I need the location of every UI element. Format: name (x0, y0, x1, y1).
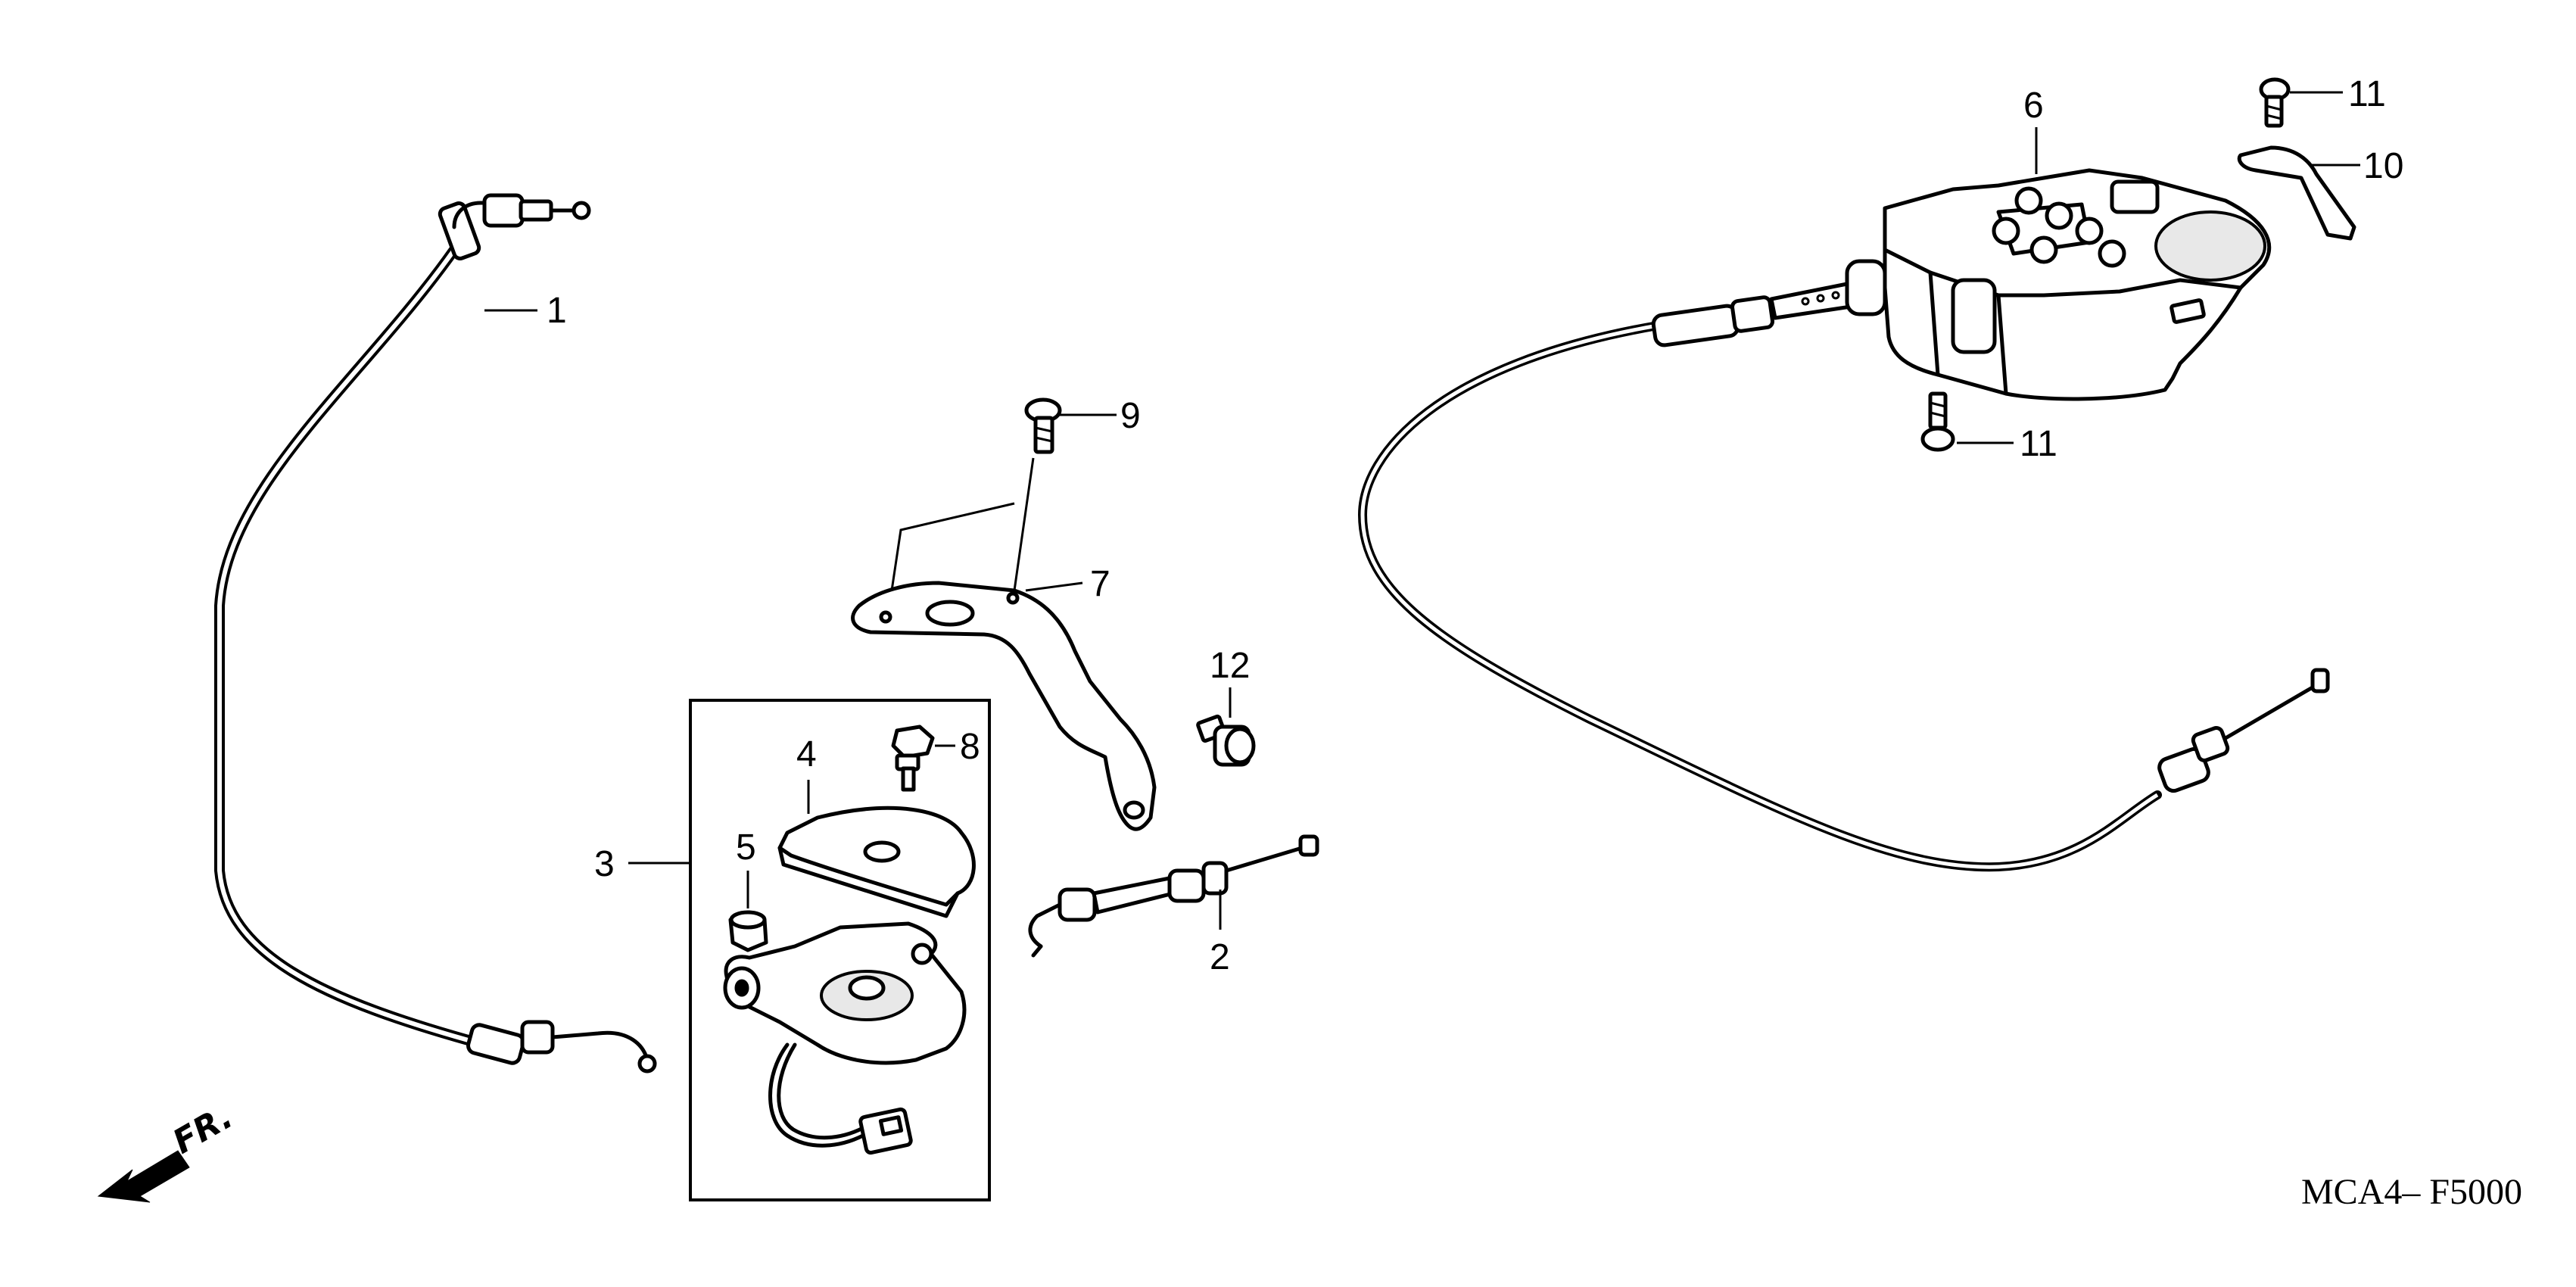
diagram-code: MCA4– F5000 (2301, 1172, 2522, 1212)
plug-part-5[interactable] (728, 910, 768, 952)
leader-7 (1025, 581, 1083, 592)
actuator-part-6[interactable] (1883, 168, 2272, 401)
cable-part-2[interactable] (1028, 834, 1319, 958)
label-part-8: 8 (960, 727, 980, 767)
label-part-3: 3 (594, 844, 615, 884)
screw-part-11-bottom[interactable] (1920, 391, 1955, 452)
assembly-box-part-3 (689, 699, 991, 1201)
clip-part-10[interactable] (2237, 145, 2356, 241)
cable-part-1[interactable] (214, 193, 657, 1074)
label-part-11-bottom: 11 (2020, 424, 2057, 464)
bolt-part-12[interactable] (1196, 714, 1256, 767)
bolt-part-8[interactable] (891, 725, 935, 792)
label-part-7: 7 (1090, 564, 1110, 604)
screw-part-9[interactable] (1024, 397, 1062, 454)
switch-housing-part-3[interactable] (723, 921, 967, 1155)
leader-9-bracket (888, 457, 1035, 606)
cable-part-6[interactable] (1358, 259, 2330, 872)
label-part-6: 6 (2023, 86, 2044, 126)
label-part-12: 12 (1210, 646, 1250, 686)
label-part-2: 2 (1210, 937, 1230, 977)
label-part-10: 10 (2363, 146, 2403, 186)
label-part-5: 5 (736, 827, 756, 868)
label-part-11-top: 11 (2348, 74, 2386, 114)
cover-plate-part-4[interactable] (777, 806, 976, 918)
screw-part-11-top[interactable] (2259, 77, 2291, 128)
label-part-1: 1 (547, 291, 567, 331)
front-direction-arrow-icon (97, 1150, 190, 1203)
label-part-9: 9 (1120, 396, 1141, 436)
bracket-part-7[interactable] (851, 581, 1157, 831)
label-part-4: 4 (796, 734, 817, 774)
